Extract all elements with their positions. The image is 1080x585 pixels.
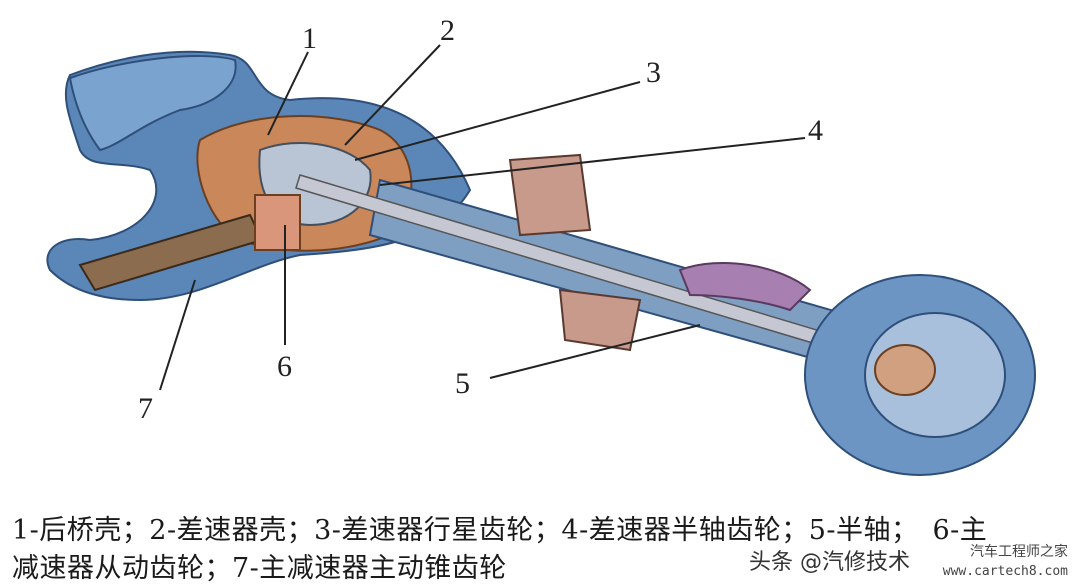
driven-gear (254, 194, 301, 251)
label-2: 2 (440, 14, 455, 47)
hub (874, 344, 936, 396)
spring-seat (508, 153, 592, 237)
lower-mount (558, 288, 642, 352)
label-6: 6 (277, 350, 292, 383)
watermark-site-name: 汽车工程师之家 (970, 544, 1068, 560)
watermark-url: www.cartech8.com (942, 564, 1068, 579)
purple-bracket (678, 261, 812, 312)
rear-axle-diagram: 1 2 3 4 5 6 7 (46, 14, 1036, 476)
caption-line-1: 1-后桥壳；2-差速器壳；3-差速器行星齿轮；4-差速器半轴齿轮；5-半轴； 6… (12, 515, 988, 546)
label-4: 4 (808, 114, 823, 147)
label-3: 3 (646, 56, 661, 89)
label-7: 7 (138, 392, 153, 425)
label-1: 1 (302, 22, 317, 55)
label-5: 5 (455, 367, 470, 400)
caption-line-2: 减速器从动齿轮；7-主减速器主动锥齿轮 (12, 553, 507, 584)
watermark-source: 头条 @汽修技术 (749, 550, 910, 575)
mount-bracket (68, 55, 237, 152)
leader-lines (159, 44, 806, 391)
